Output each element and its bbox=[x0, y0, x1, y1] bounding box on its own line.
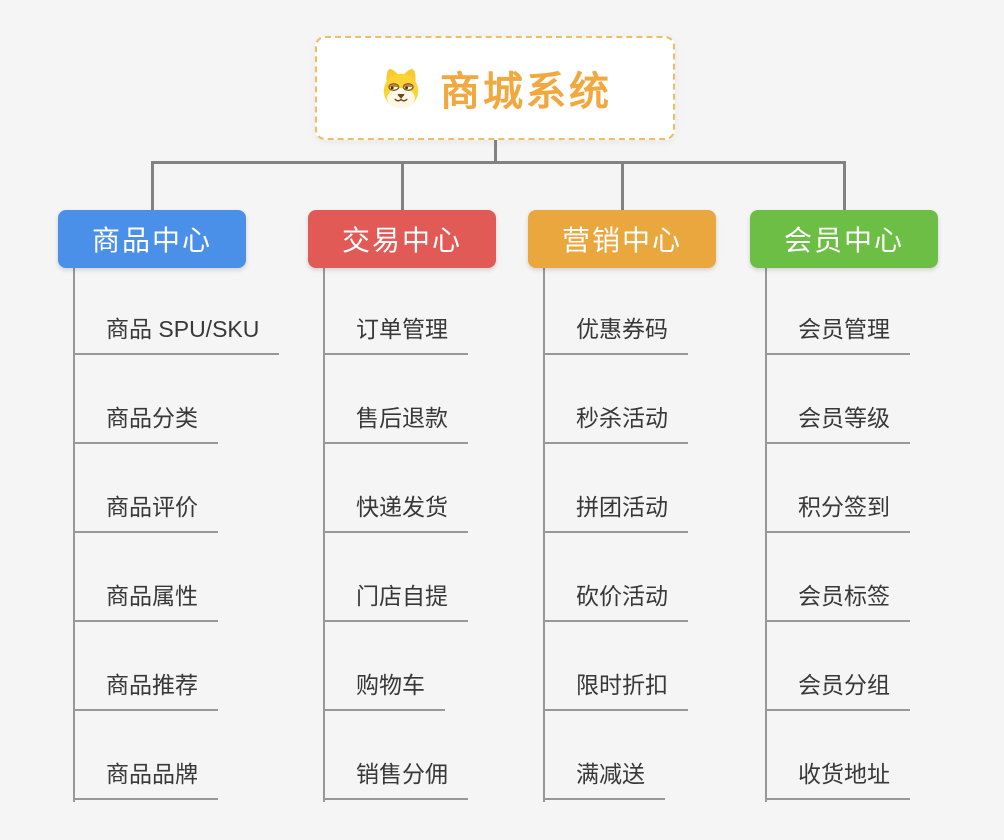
mindmap-item[interactable]: 会员标签 bbox=[765, 577, 910, 622]
mindmap-item[interactable]: 门店自提 bbox=[323, 577, 468, 622]
mindmap-item[interactable]: 商品属性 bbox=[73, 577, 218, 622]
connector-column-line bbox=[73, 268, 75, 802]
connector-column-line bbox=[543, 268, 545, 802]
mindmap-item[interactable]: 秒杀活动 bbox=[543, 399, 688, 444]
mindmap-item[interactable]: 会员管理 bbox=[765, 310, 910, 355]
connector-branch-stem bbox=[842, 164, 846, 210]
branch-label-product-center: 商品中心 bbox=[91, 225, 212, 256]
mindmap-item[interactable]: 商品品牌 bbox=[73, 755, 218, 800]
branch-box-product-center[interactable]: 商品中心 bbox=[58, 210, 246, 268]
connector-column-line bbox=[765, 268, 767, 802]
root-node-mall-system[interactable]: 商城系统 bbox=[315, 36, 675, 140]
mindmap-item[interactable]: 积分签到 bbox=[765, 488, 910, 533]
mindmap-item[interactable]: 快递发货 bbox=[323, 488, 468, 533]
mindmap-item[interactable]: 拼团活动 bbox=[543, 488, 688, 533]
connector-branch-stem bbox=[400, 164, 404, 210]
connector-column-line bbox=[323, 268, 325, 802]
branch-box-marketing-center[interactable]: 营销中心 bbox=[528, 210, 716, 268]
branch-label-marketing-center: 营销中心 bbox=[561, 225, 682, 256]
mindmap-item[interactable]: 收货地址 bbox=[765, 755, 910, 800]
mindmap-item[interactable]: 会员分组 bbox=[765, 666, 910, 711]
mindmap-item[interactable]: 商品推荐 bbox=[73, 666, 218, 711]
shiba-dog-icon bbox=[378, 65, 424, 111]
mindmap-item[interactable]: 购物车 bbox=[323, 666, 445, 711]
mindmap-item[interactable]: 商品评价 bbox=[73, 488, 218, 533]
mindmap-item[interactable]: 商品分类 bbox=[73, 399, 218, 444]
mindmap-item[interactable]: 销售分佣 bbox=[323, 755, 468, 800]
connector-root-stem bbox=[493, 140, 497, 164]
branch-box-trade-center[interactable]: 交易中心 bbox=[308, 210, 496, 268]
mindmap-item[interactable]: 会员等级 bbox=[765, 399, 910, 444]
root-node-title: 商城系统 bbox=[440, 70, 612, 114]
mindmap-item[interactable]: 优惠券码 bbox=[543, 310, 688, 355]
mindmap-item[interactable]: 订单管理 bbox=[323, 310, 468, 355]
connector-branch-stem bbox=[620, 164, 624, 210]
connector-horizontal-rail bbox=[150, 161, 846, 164]
mindmap-item[interactable]: 满减送 bbox=[543, 755, 665, 800]
mindmap-item[interactable]: 商品 SPU/SKU bbox=[73, 310, 280, 355]
mindmap-item[interactable]: 售后退款 bbox=[323, 399, 468, 444]
mindmap-item[interactable]: 限时折扣 bbox=[543, 666, 688, 711]
mindmap-item[interactable]: 砍价活动 bbox=[543, 577, 688, 622]
branch-label-member-center: 会员中心 bbox=[783, 225, 904, 256]
branch-label-trade-center: 交易中心 bbox=[341, 225, 462, 256]
branch-box-member-center[interactable]: 会员中心 bbox=[750, 210, 938, 268]
connector-branch-stem bbox=[150, 164, 154, 210]
